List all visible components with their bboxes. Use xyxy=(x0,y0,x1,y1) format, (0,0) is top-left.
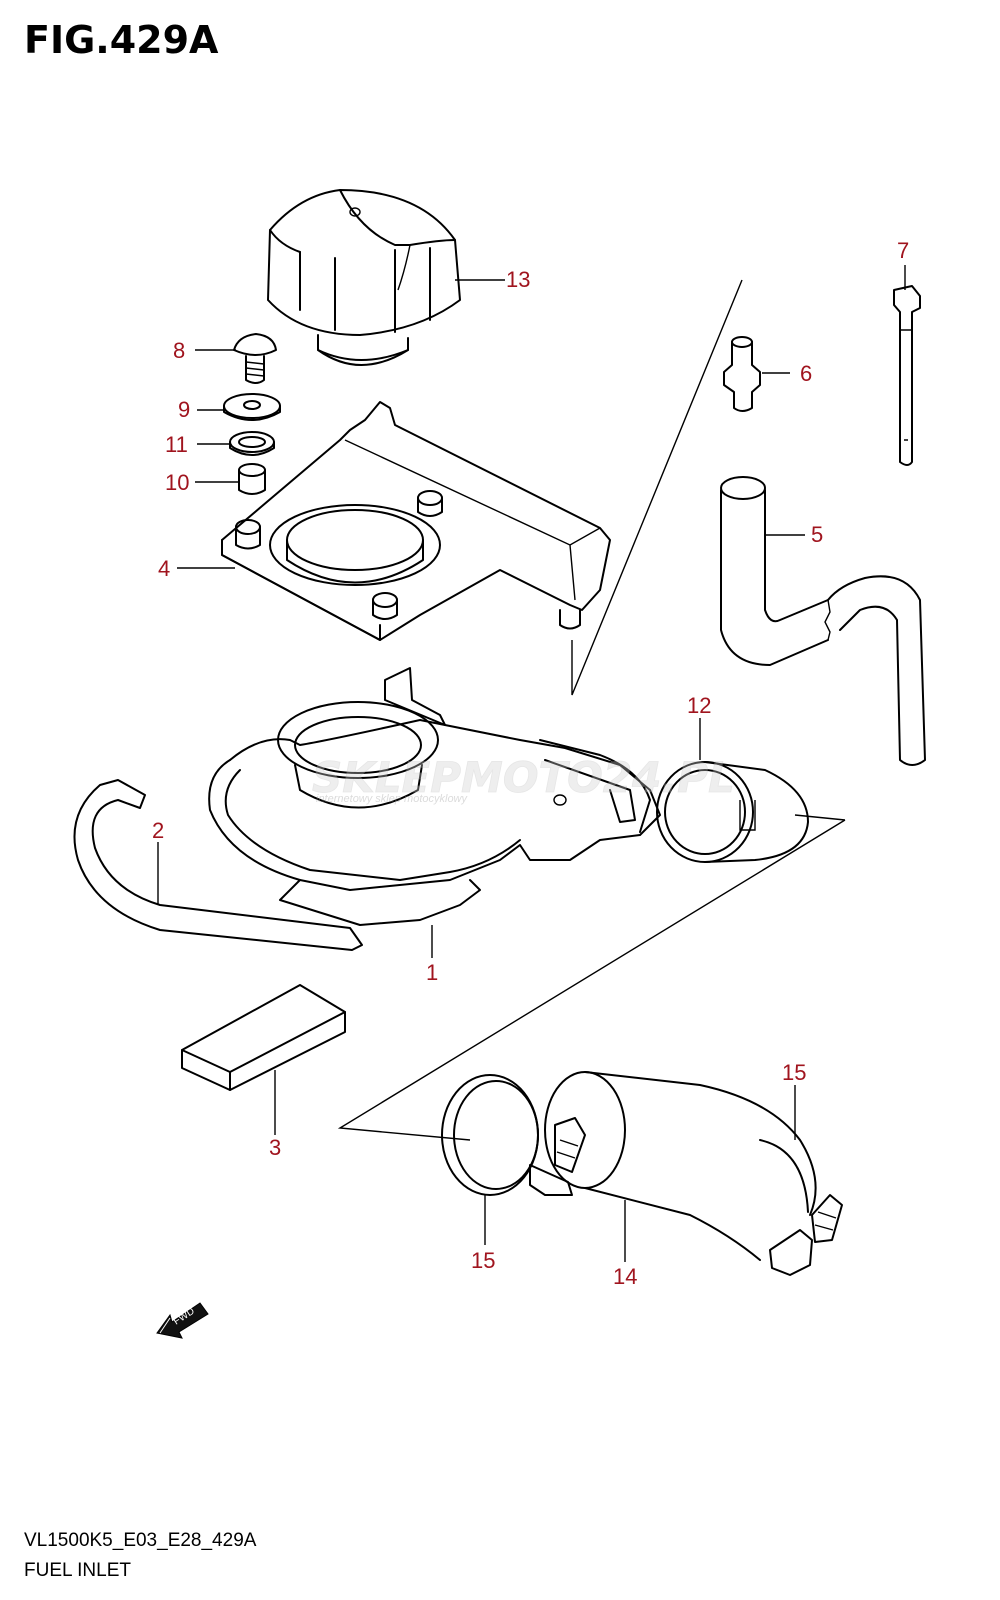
part-3-pad[interactable] xyxy=(181,984,346,1091)
callout-15-right[interactable]: 15 xyxy=(782,1060,806,1085)
part-15-clamp-a[interactable] xyxy=(441,1074,586,1196)
figure-code: VL1500K5_E03_E28_429A xyxy=(24,1530,257,1551)
part-5-hose[interactable] xyxy=(720,476,926,766)
callout-4[interactable]: 4 xyxy=(158,556,170,581)
callout-7[interactable]: 7 xyxy=(897,238,909,263)
callout-15-left[interactable]: 15 xyxy=(471,1248,495,1273)
part-12-hose-band[interactable] xyxy=(656,761,809,863)
part-7-tie-band[interactable] xyxy=(893,285,921,466)
callout-13[interactable]: 13 xyxy=(506,267,530,292)
part-8-screw[interactable] xyxy=(233,333,277,384)
part-4-bracket-plate[interactable] xyxy=(221,401,611,641)
watermark-tagline: internetowy sklep motocyklowy xyxy=(316,793,469,805)
part-13-fuel-cap[interactable] xyxy=(267,189,461,366)
callout-2[interactable]: 2 xyxy=(152,818,164,843)
callout-10[interactable]: 10 xyxy=(165,470,189,495)
callout-3[interactable]: 3 xyxy=(269,1135,281,1160)
part-15-clamp-b[interactable] xyxy=(769,1194,843,1276)
callout-5[interactable]: 5 xyxy=(811,522,823,547)
part-11-ring[interactable] xyxy=(229,431,275,456)
callout-1[interactable]: 1 xyxy=(426,960,438,985)
callout-8[interactable]: 8 xyxy=(173,338,185,363)
callout-12[interactable]: 12 xyxy=(687,693,711,718)
figure-title: FIG.429A xyxy=(24,18,219,62)
watermark: SKLEPMOTO24.PL internetowy sklep motocyk… xyxy=(312,753,736,805)
fwd-arrow-icon: FWD xyxy=(156,1302,209,1339)
figure-name: FUEL INLET xyxy=(24,1560,131,1581)
part-9-washer[interactable] xyxy=(223,393,281,421)
part-6-fitting[interactable] xyxy=(723,336,761,412)
leader-lines xyxy=(157,265,906,1262)
callout-6[interactable]: 6 xyxy=(800,361,812,386)
callout-14[interactable]: 14 xyxy=(613,1264,637,1289)
callout-9[interactable]: 9 xyxy=(178,397,190,422)
part-2-seal[interactable] xyxy=(73,779,363,951)
callout-11[interactable]: 11 xyxy=(165,432,188,457)
reference-lines xyxy=(337,279,846,1141)
watermark-brand: SKLEPMOTO24.PL xyxy=(312,753,735,802)
part-1-fuel-inlet[interactable] xyxy=(208,667,661,926)
part-14-hose[interactable] xyxy=(544,1071,817,1261)
part-10-collar[interactable] xyxy=(238,463,266,495)
